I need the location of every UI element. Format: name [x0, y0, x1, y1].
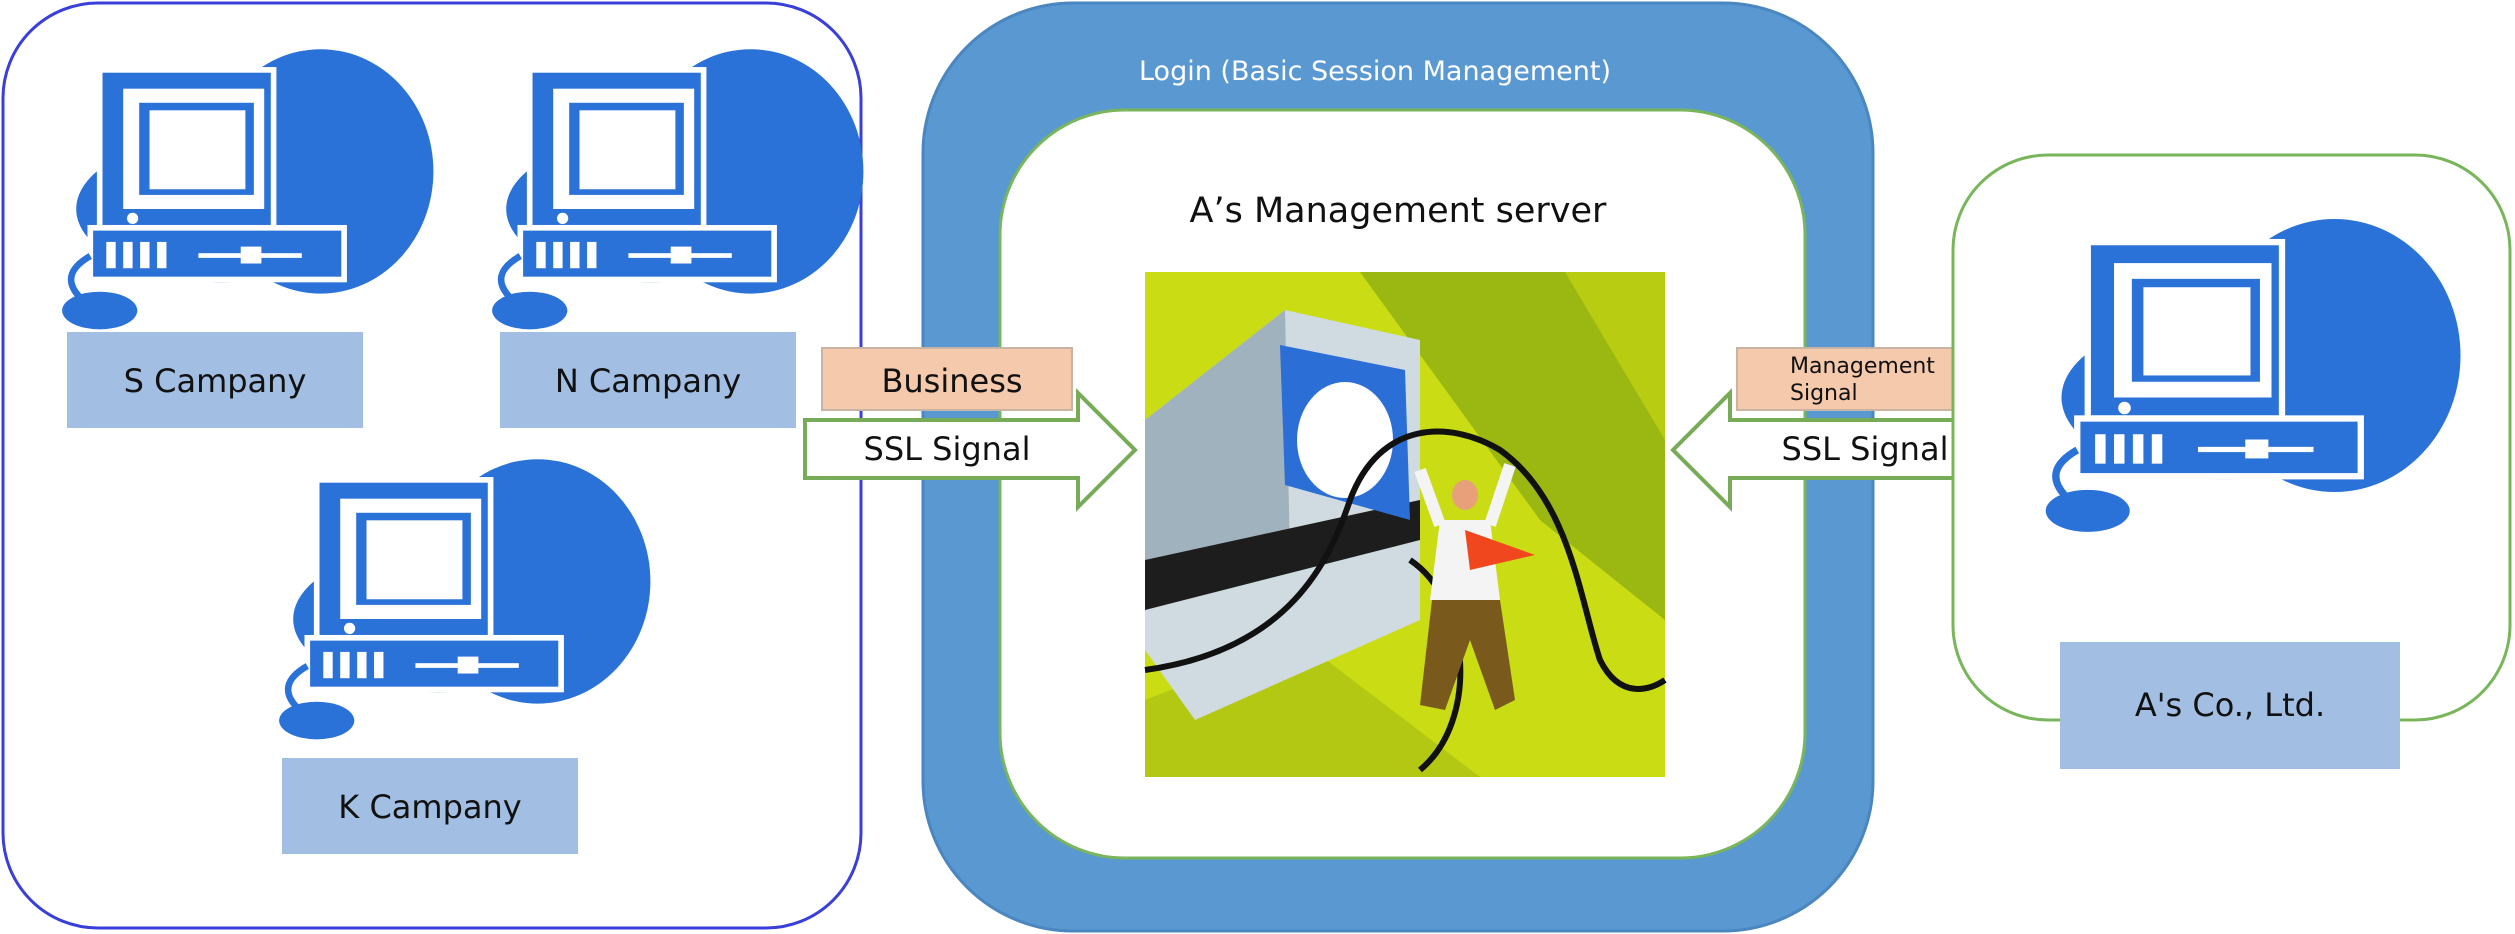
company-box: N Campany [500, 332, 796, 428]
business-link: Business SSL Signal [803, 347, 1138, 512]
company-label: S Campany [124, 362, 307, 400]
company-label: K Campany [338, 788, 521, 826]
management-tag-line2: Signal [1790, 381, 1858, 406]
company-box: S Campany [67, 332, 363, 428]
admin-group: A's Co., Ltd. [1951, 153, 2512, 769]
admin-box: A's Co., Ltd. [2060, 642, 2400, 769]
management-tag [1736, 347, 1988, 411]
client-group: S Campany N Campany K Campany [1, 1, 863, 930]
business-tag-label: Business [881, 362, 1022, 400]
company-label: N Campany [555, 362, 741, 400]
ssl-signal-label: SSL Signal [1782, 430, 1949, 468]
ssl-arrow-right [803, 388, 1138, 512]
server-clipart [1144, 272, 1667, 777]
ssl-signal-label: SSL Signal [864, 430, 1031, 468]
login-label: Login (Basic Session Management) [1139, 56, 1611, 87]
company-box: K Campany [282, 758, 578, 854]
login-ring: Login (Basic Session Management) A’s Man… [921, 1, 1875, 933]
admin-label: A's Co., Ltd. [2135, 686, 2325, 724]
server-title: A’s Management server [1190, 191, 1608, 231]
business-tag [821, 347, 1073, 411]
management-tag-line1: Management [1790, 354, 1935, 379]
